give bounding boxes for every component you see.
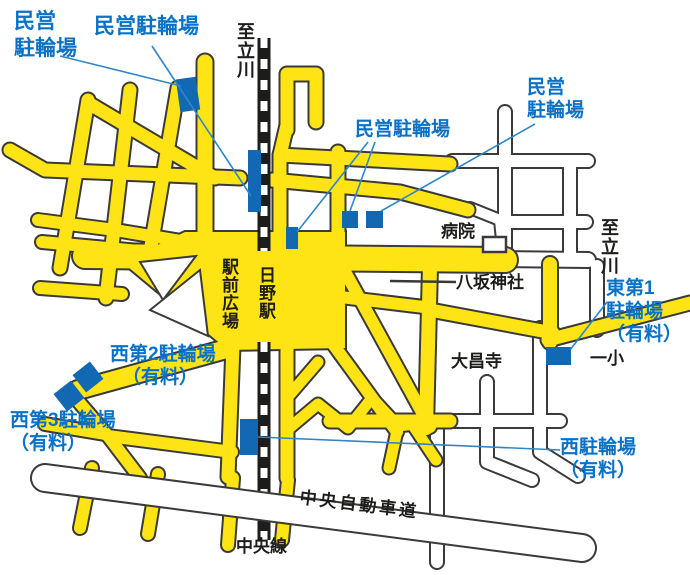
leader-line	[380, 123, 536, 212]
label-line: 民営	[527, 77, 566, 98]
label-private-parking-n: 民営駐輪場	[94, 13, 199, 40]
leader-line	[569, 301, 608, 351]
station-plaza-pockets	[138, 254, 210, 338]
label-line: （有料）	[606, 324, 683, 345]
parking-area-marker	[342, 211, 358, 228]
map-icons	[389, 235, 508, 284]
label-private-parking-center: 民営駐輪場	[355, 118, 450, 141]
label-line: 西第3駐輪場	[10, 410, 116, 431]
label-line: （有料）	[560, 460, 637, 481]
leader-line	[151, 45, 252, 197]
label-line: 西第2駐輪場	[110, 344, 216, 365]
label-line: 駐輪場	[606, 301, 664, 322]
label-west-parking: 西駐輪場 （有料）	[560, 436, 636, 482]
label-to-tachikawa-right: 至立川	[599, 218, 619, 275]
parking-area-marker	[248, 150, 261, 212]
label-private-parking-ne: 民営 駐輪場	[527, 76, 584, 122]
leader-lines	[59, 45, 608, 451]
hospital-building-icon	[481, 235, 508, 254]
label-line: 至立川	[599, 218, 619, 275]
label-line: 西駐輪場	[560, 437, 637, 458]
label-line: 民営駐輪場	[355, 119, 451, 140]
label-line: 駅前広場	[219, 258, 238, 330]
label-line: 病院	[441, 222, 475, 241]
parking-area-marker	[72, 361, 104, 393]
leader-line	[349, 141, 376, 212]
label-yasaka-shrine: 八坂神社	[456, 273, 524, 292]
parking-area-marker	[240, 419, 258, 455]
label-line: 民営	[14, 10, 56, 33]
label-line: 駐輪場	[527, 100, 585, 121]
label-line: 民営駐輪場	[94, 15, 199, 38]
shrine-pointer-line	[389, 279, 457, 284]
leader-line	[296, 141, 369, 233]
label-line: 中央線	[236, 537, 287, 556]
parking-area-marker	[175, 76, 201, 113]
label-chuo-line: 中央線	[236, 537, 287, 556]
label-line: 駐輪場	[14, 37, 77, 60]
parking-area-marker	[546, 347, 571, 365]
label-west3-parking: 西第3駐輪場 （有料）	[10, 409, 116, 455]
label-east1-parking: 東第1 駐輪場 （有料）	[606, 277, 682, 346]
parking-area-marker	[53, 380, 85, 412]
label-line: 至立川	[235, 22, 255, 79]
label-private-parking-nw: 民営 駐輪場	[14, 8, 77, 62]
label-line: 東第1	[606, 278, 655, 299]
leader-line	[59, 55, 182, 87]
label-line: （有料）	[10, 433, 87, 454]
label-station-plaza: 駅前広場	[219, 258, 238, 330]
leader-line	[257, 436, 561, 451]
label-line: 一小	[590, 349, 624, 368]
label-line: （有料）	[122, 367, 199, 388]
yellow-road-network	[1, 52, 690, 553]
label-to-tachikawa-top: 至立川	[235, 22, 255, 79]
parking-area-marker	[366, 211, 383, 228]
label-line: 大昌寺	[451, 352, 502, 371]
label-hospital: 病院	[441, 222, 475, 241]
label-line: 八坂神社	[456, 273, 524, 292]
label-line: 日野駅	[256, 266, 275, 320]
label-daishoji-temple: 大昌寺	[451, 352, 502, 371]
expressway-road	[30, 463, 597, 563]
parking-area-marker	[286, 227, 298, 249]
label-west2-parking: 西第2駐輪場 （有料）	[110, 343, 216, 389]
label-issho-school: 一小	[590, 349, 624, 368]
parking-area-markers	[53, 76, 571, 455]
label-hino-station: 日野駅	[256, 266, 275, 320]
